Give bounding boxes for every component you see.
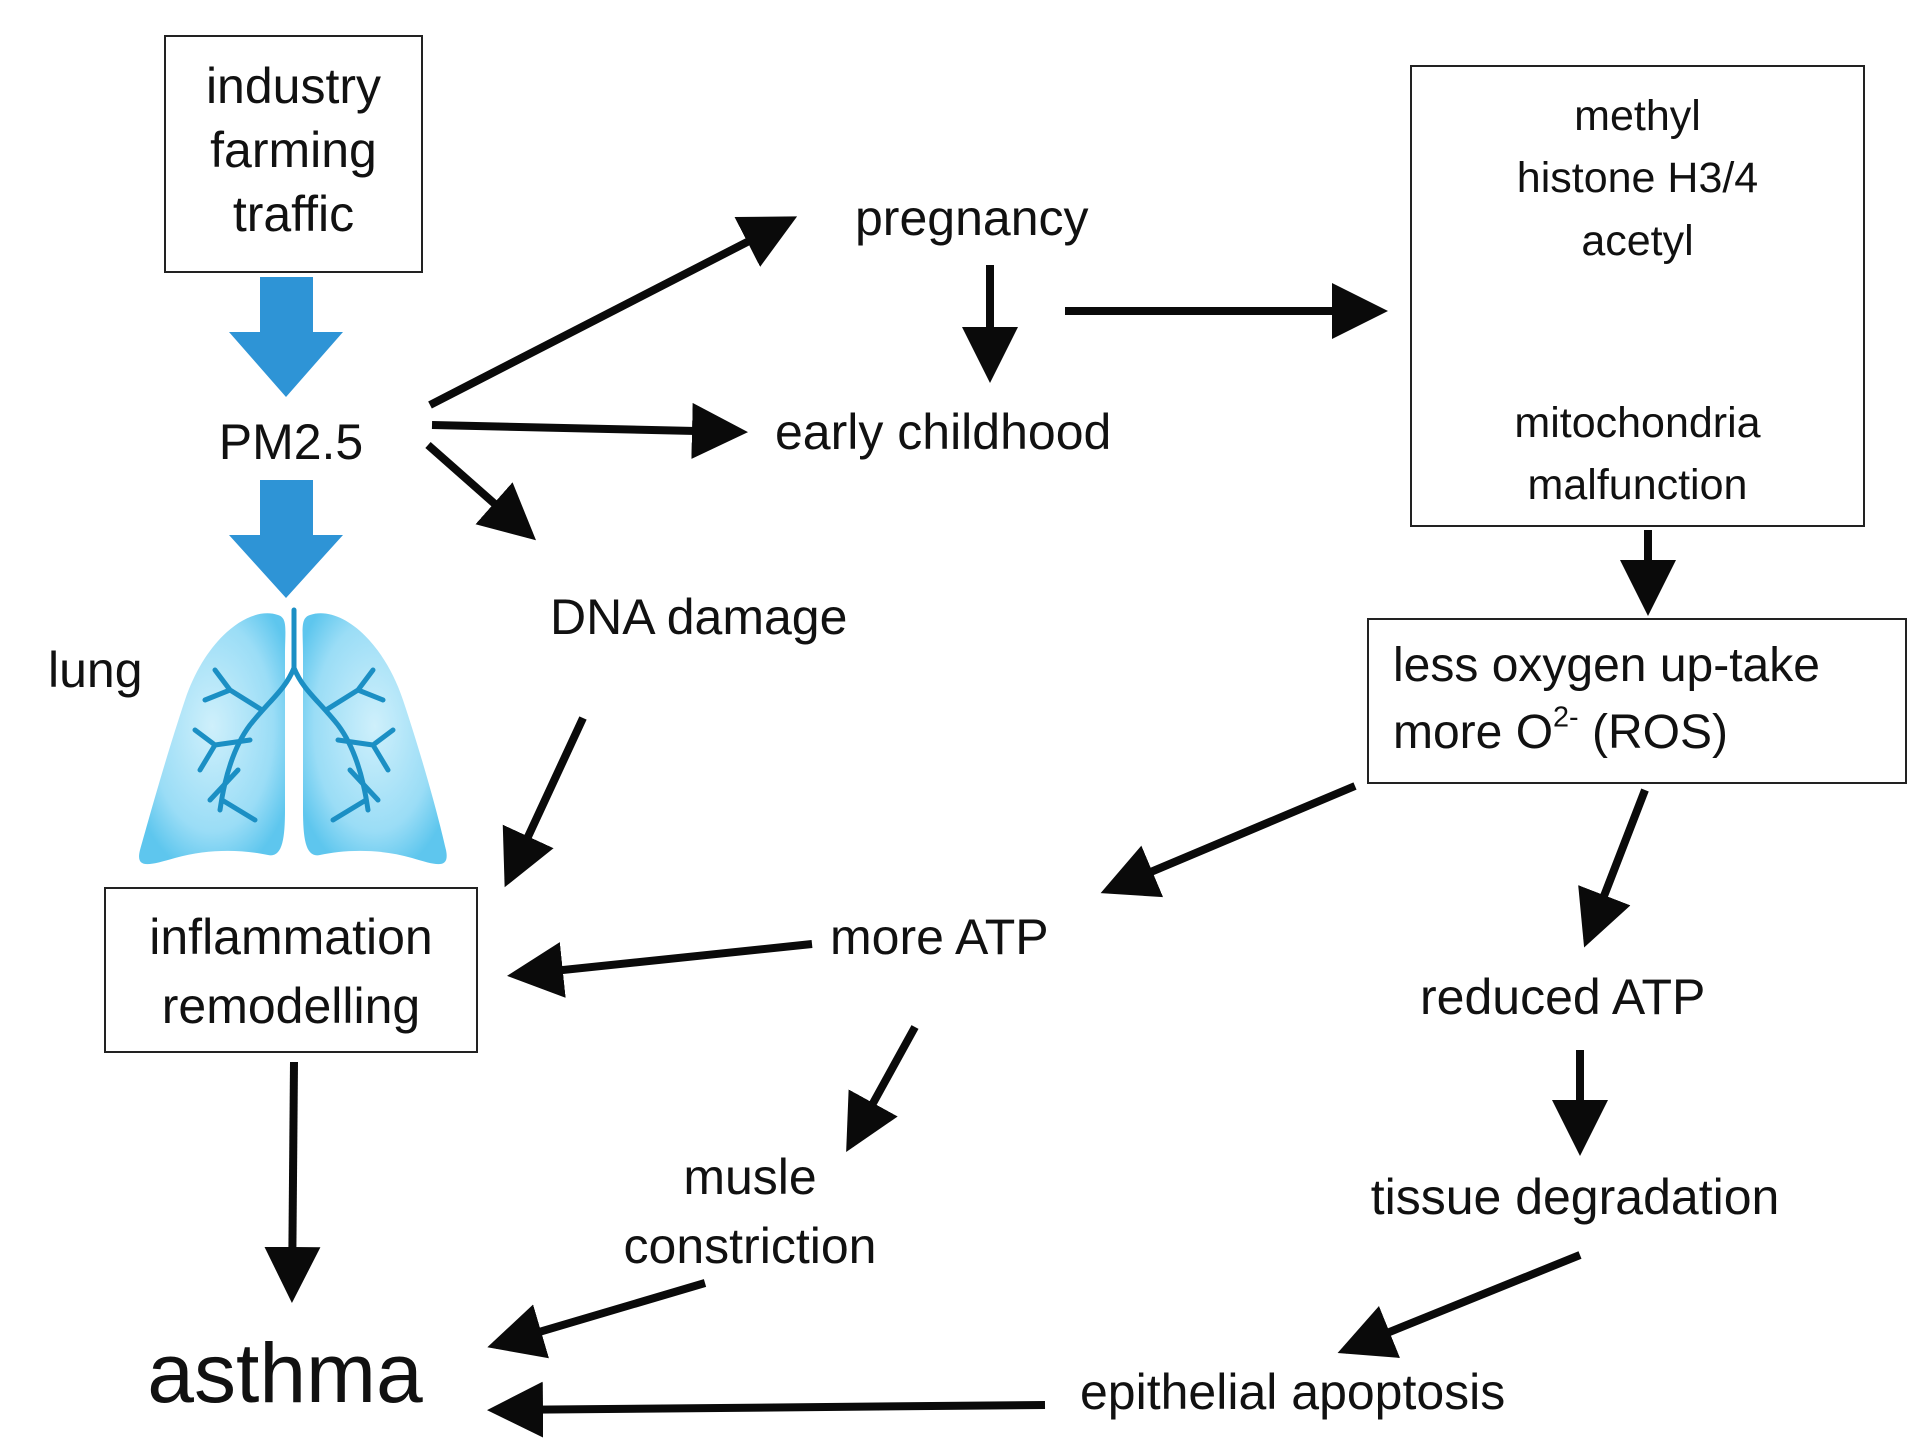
inflammation-line: inflammation xyxy=(149,909,433,965)
ros-line-oxygen: less oxygen up-take xyxy=(1393,639,1820,692)
arrow-ros-to-more-atp xyxy=(1100,782,1357,898)
mitochondria-line: mitochondria xyxy=(1514,399,1761,447)
inflammation-box: inflammation remodelling xyxy=(104,887,478,1053)
constriction-line: constriction xyxy=(623,1218,877,1274)
ros-box: less oxygen up-take more O2- (ROS) xyxy=(1367,618,1907,784)
mitochondria-line: malfunction xyxy=(1527,461,1748,510)
muscle-line: musle xyxy=(683,1149,817,1205)
arrow-more-atp-to-muscle xyxy=(846,1025,919,1153)
block-arrow-pm-to-lung xyxy=(229,480,343,598)
ros-superscript: 2- xyxy=(1553,701,1579,734)
epigenetic-box: methyl histone H3/4 acetyl mitochondria … xyxy=(1410,65,1865,527)
source-line: farming xyxy=(210,122,377,178)
arrow-more-atp-to-inflammation xyxy=(507,940,813,998)
more-atp-label: more ATP xyxy=(830,909,1049,965)
arrow-tissue-to-apoptosis xyxy=(1337,1251,1582,1358)
epigenetic-line: acetyl xyxy=(1581,216,1694,265)
block-arrow-source-to-pm xyxy=(229,277,343,397)
early-childhood-label: early childhood xyxy=(775,404,1112,460)
arrow-pm-to-childhood xyxy=(431,402,748,459)
reduced-atp-label: reduced ATP xyxy=(1420,969,1706,1025)
arrow-pm-to-dna xyxy=(425,442,536,541)
muscle-constriction-label: musle constriction xyxy=(590,1143,910,1281)
epigenetic-line: methyl xyxy=(1574,92,1701,140)
arrow-muscle-to-asthma xyxy=(487,1279,707,1359)
lung-label: lung xyxy=(48,642,143,698)
lung-icon xyxy=(139,607,447,865)
arrow-inflammation-to-asthma xyxy=(264,1061,321,1303)
dna-damage-label: DNA damage xyxy=(550,589,848,645)
source-line: industry xyxy=(205,58,382,114)
pregnancy-label: pregnancy xyxy=(855,190,1089,246)
ros-suffix-text: (ROS) xyxy=(1578,706,1728,760)
tissue-degradation-label: tissue degradation xyxy=(1370,1169,1780,1225)
epithelial-apoptosis-label: epithelial apoptosis xyxy=(1080,1364,1506,1420)
epigenetic-line: histone H3/4 xyxy=(1516,154,1759,203)
arrow-pm-to-pregnancy xyxy=(428,216,798,409)
ros-o-text: more O xyxy=(1393,706,1554,760)
asthma-label: asthma xyxy=(147,1326,423,1420)
inflammation-line: remodelling xyxy=(161,978,421,1034)
arrow-ros-to-reduced-atp xyxy=(1578,788,1649,948)
source-line: traffic xyxy=(232,186,355,242)
source-box: industry farming traffic xyxy=(164,35,423,273)
arrow-apoptosis-to-asthma xyxy=(487,1381,1046,1438)
pm25-label: PM2.5 xyxy=(218,414,364,470)
ros-line-o2: more O2- (ROS) xyxy=(1393,699,1820,766)
arrow-dna-to-inflammation xyxy=(502,716,587,888)
